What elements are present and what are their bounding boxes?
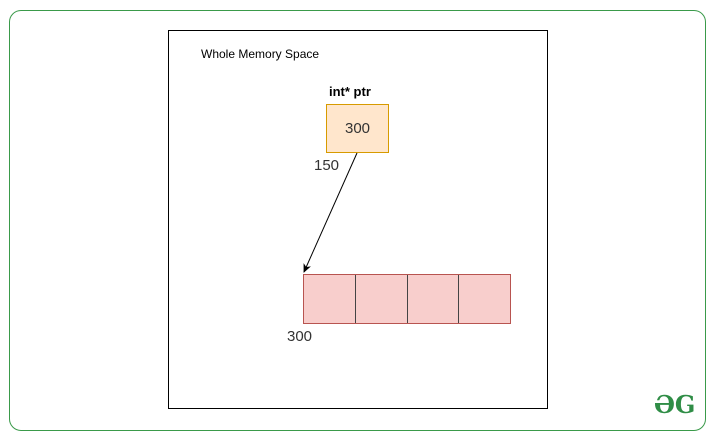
memory-space-label: Whole Memory Space xyxy=(201,47,320,61)
pointer-box: 300 xyxy=(326,104,389,153)
array-cell xyxy=(356,275,408,323)
array-block xyxy=(303,274,511,324)
memory-space-box xyxy=(168,30,548,409)
array-address-label: 300 xyxy=(287,328,313,345)
gfg-logo: ƏG xyxy=(654,390,696,419)
array-cell xyxy=(304,275,356,323)
array-cell xyxy=(459,275,510,323)
pointer-name-label: int* ptr xyxy=(329,84,371,99)
pointer-value: 300 xyxy=(344,120,371,137)
pointer-address-label: 150 xyxy=(314,157,340,174)
array-cell xyxy=(408,275,460,323)
